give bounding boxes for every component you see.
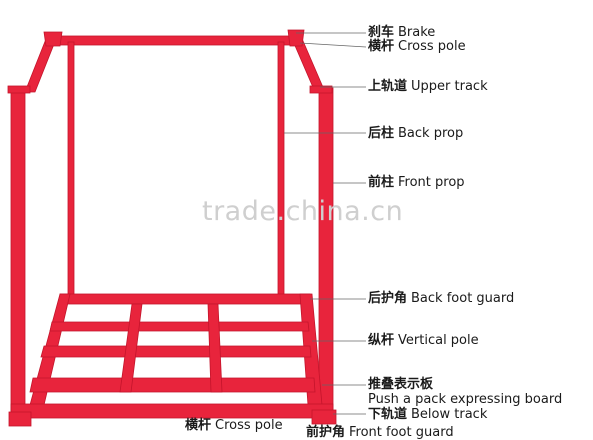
front-prop-cap-left [7, 85, 31, 94]
front-prop-left [10, 87, 26, 424]
stacking-rack-frame [7, 29, 337, 427]
label-front-foot-guard-en: Front foot guard [349, 425, 454, 440]
base-cross-2 [40, 345, 312, 358]
watermark: trade.china.cn [202, 196, 404, 227]
leader-lines [284, 32, 367, 415]
label-front-foot-guard-zh: 前护角 [306, 425, 346, 440]
label-cross-pole-bottom-zh: 横杆 [185, 418, 212, 433]
top-cross-pole [49, 35, 301, 46]
label-back-prop-zh: 后柱 [368, 126, 395, 141]
label-push-pack-board-zh: 推叠表示板 [368, 377, 434, 392]
vertical-pole-2 [207, 303, 223, 393]
brake-right [287, 29, 305, 47]
label-below-track-en: Below track [411, 407, 488, 422]
label-brake-en: Brake [398, 25, 436, 40]
label-push-pack-board-en-line: Push a pack expressing board [368, 392, 562, 407]
back-prop-left [67, 41, 75, 301]
base-cross-3 [29, 377, 316, 393]
label-push-pack-board-en: Push a pack expressing board [368, 392, 563, 407]
label-front-prop-en: Front prop [398, 175, 465, 190]
label-vertical-pole-en: Vertical pole [398, 333, 479, 348]
back-prop-right [277, 41, 285, 303]
label-upper-track-zh: 上轨道 [368, 79, 408, 94]
label-cross-pole-top-en: Cross pole [398, 39, 466, 54]
label-back-foot-guard-en: Back foot guard [411, 291, 515, 306]
brake-left [43, 31, 63, 47]
leader-cross-pole-top [299, 42, 367, 48]
label-upper-track-en: Upper track [411, 79, 488, 94]
label-cross-pole-bottom-en: Cross pole [215, 418, 283, 433]
front-prop-right [318, 87, 334, 419]
front-prop-cap-right [309, 85, 333, 94]
label-back-prop-en: Back prop [398, 126, 464, 141]
front-foot-guard-right [311, 409, 337, 425]
label-below-track-zh: 下轨道 [368, 407, 408, 422]
base-cross-1 [49, 321, 310, 332]
label-cross-pole-top-zh: 横杆 [368, 39, 395, 54]
label-back-foot-guard-zh: 后护角 [368, 291, 408, 306]
front-foot-guard-left [8, 411, 32, 427]
back-foot-guard [59, 293, 311, 305]
bottom-cross-pole [10, 403, 334, 419]
label-vertical-pole-zh: 纵杆 [368, 333, 395, 348]
label-push-pack-board-zh-line: 推叠表示板 [368, 377, 437, 392]
vertical-pole-1 [119, 303, 143, 393]
label-front-prop-zh: 前柱 [368, 175, 395, 190]
label-brake-zh: 刹车 [368, 25, 395, 40]
